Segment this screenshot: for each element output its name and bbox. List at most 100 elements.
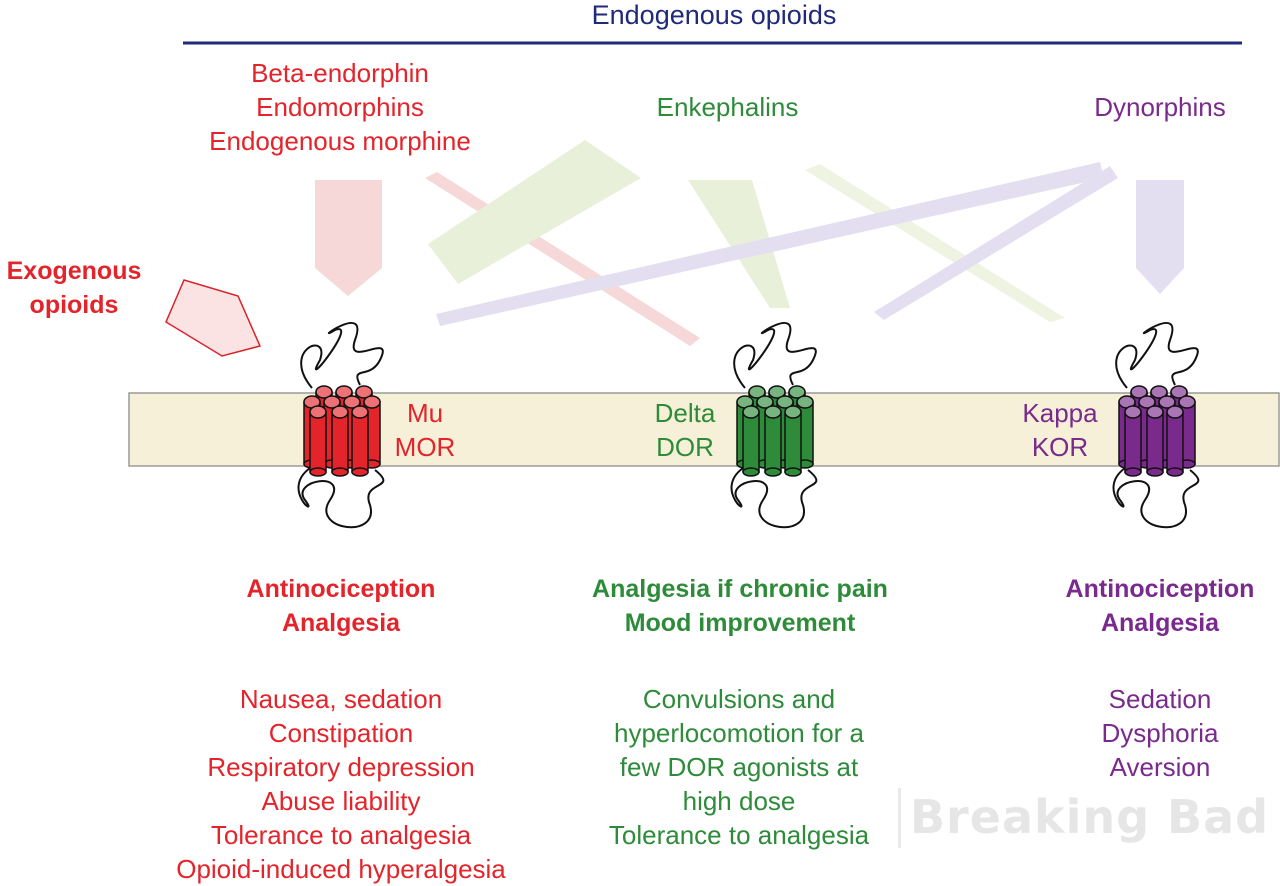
helix-bottom <box>1124 467 1142 477</box>
receptor-name: Mu <box>406 398 444 428</box>
main-effect: Antinociception <box>1065 575 1255 603</box>
kappa-receptor-icon <box>1112 321 1200 529</box>
helix-top <box>363 395 381 409</box>
helix-body <box>1166 411 1184 473</box>
helix-top <box>742 405 760 419</box>
helix-bottom <box>1166 467 1184 477</box>
mu-ligand: Endogenous morphine <box>209 126 471 156</box>
helix-body <box>764 411 782 473</box>
side-effect: Sedation <box>1108 684 1212 714</box>
mu-receptor-label: Mu MOR <box>380 396 470 464</box>
main-effect: Mood improvement <box>624 609 856 637</box>
helix-bottom <box>764 467 782 477</box>
helix-body <box>742 411 760 473</box>
intracellular-loops <box>1112 467 1200 529</box>
dyn-to-mu-arrow <box>436 162 1104 326</box>
extracellular-loops <box>733 321 817 389</box>
helix-top <box>323 395 341 409</box>
helix-top <box>796 395 814 409</box>
helix-top <box>1166 405 1184 419</box>
side-effect: Constipation <box>268 718 414 748</box>
watermark: Breaking Bad <box>910 790 1270 844</box>
extracellular-loops <box>1115 321 1199 389</box>
side-effect: Tolerance to analgesia <box>608 820 870 850</box>
ligand-arrows <box>315 140 1184 346</box>
helix-top <box>1178 395 1196 409</box>
helix-body <box>309 411 327 473</box>
helix-top <box>331 405 349 419</box>
helix-top <box>309 405 327 419</box>
receptor-name: Delta <box>654 398 716 428</box>
helix-top <box>343 395 361 409</box>
helix-body <box>351 411 369 473</box>
helix-bottom <box>1146 467 1164 477</box>
helix-top <box>1150 385 1168 399</box>
side-effect: Dysphoria <box>1101 718 1219 748</box>
helix-bottom <box>784 467 802 477</box>
receptor-abbr: MOR <box>394 432 456 462</box>
helix-bottom <box>742 467 760 477</box>
helix-body <box>1146 411 1164 473</box>
helix-top <box>748 385 766 399</box>
helix-body <box>1124 411 1142 473</box>
helix-top <box>1124 405 1142 419</box>
receptors <box>297 321 1200 529</box>
helix-top <box>1158 395 1176 409</box>
helix-top <box>1146 405 1164 419</box>
helix-top <box>1138 395 1156 409</box>
exogenous-arrow <box>165 279 262 357</box>
mu-receptor-icon <box>297 321 385 529</box>
helix-top <box>351 405 369 419</box>
side-effect: Convulsions and <box>642 684 836 714</box>
extracellular-loops <box>300 321 384 389</box>
helix-bottom <box>309 467 327 477</box>
page-title: Endogenous opioids <box>591 0 837 30</box>
helix-top <box>355 385 373 399</box>
helix-top <box>756 395 774 409</box>
side-effect: Tolerance to analgesia <box>210 820 472 850</box>
mu-ligand: Endomorphins <box>256 92 424 122</box>
helix-top <box>784 405 802 419</box>
main-effect: Analgesia <box>281 609 401 637</box>
enk-to-delta-arrow <box>688 180 790 308</box>
mu-down-arrow <box>315 180 382 296</box>
receptor-abbr: KOR <box>1031 432 1089 462</box>
helix-top <box>764 405 782 419</box>
mu-ligand: Beta-endorphin <box>251 58 429 88</box>
exogenous-line: Exogenous <box>6 257 142 285</box>
side-effect: high dose <box>682 786 796 816</box>
kappa-main-effects: Antinociception Analgesia <box>1045 572 1275 640</box>
helix-top <box>1130 385 1148 399</box>
dyn-to-delta-arrow <box>874 166 1118 320</box>
helix-top <box>776 395 794 409</box>
mu-ligand-list: Beta-endorphin Endomorphins Endogenous m… <box>170 56 510 158</box>
delta-side-effects: Convulsions and hyperlocomotion for a fe… <box>580 682 898 852</box>
helix-top <box>768 385 786 399</box>
helix-bottom <box>351 467 369 477</box>
side-effect: few DOR agonists at <box>619 752 859 782</box>
helix-body <box>784 411 802 473</box>
side-effect: Respiratory depression <box>207 752 475 782</box>
helix-bottom <box>331 467 349 477</box>
helix-body <box>331 411 349 473</box>
helix-top <box>1170 385 1188 399</box>
mu-main-effects: Antinociception Analgesia <box>191 572 491 640</box>
delta-receptor-label: Delta DOR <box>640 396 730 464</box>
main-effect: Antinociception <box>246 575 436 603</box>
side-effect: Abuse liability <box>261 786 421 816</box>
intracellular-loops <box>297 467 385 529</box>
delta-ligand: Enkephalins <box>656 92 799 122</box>
kappa-ligand: Dynorphins <box>1094 92 1226 122</box>
side-effect: Nausea, sedation <box>239 684 443 714</box>
helix-top <box>315 385 333 399</box>
kappa-side-effects: Sedation Dysphoria Aversion <box>1070 682 1250 784</box>
side-effect: Aversion <box>1109 752 1211 782</box>
enk-to-mu-arrow <box>428 140 641 284</box>
kappa-down-arrow <box>1136 180 1184 294</box>
helix-top <box>788 385 806 399</box>
exogenous-line: opioids <box>29 291 119 319</box>
mu-side-effects: Nausea, sedation Constipation Respirator… <box>150 682 532 886</box>
enk-to-kappa-arrow <box>805 164 1065 322</box>
side-effect: Opioid-induced hyperalgesia <box>176 854 506 884</box>
